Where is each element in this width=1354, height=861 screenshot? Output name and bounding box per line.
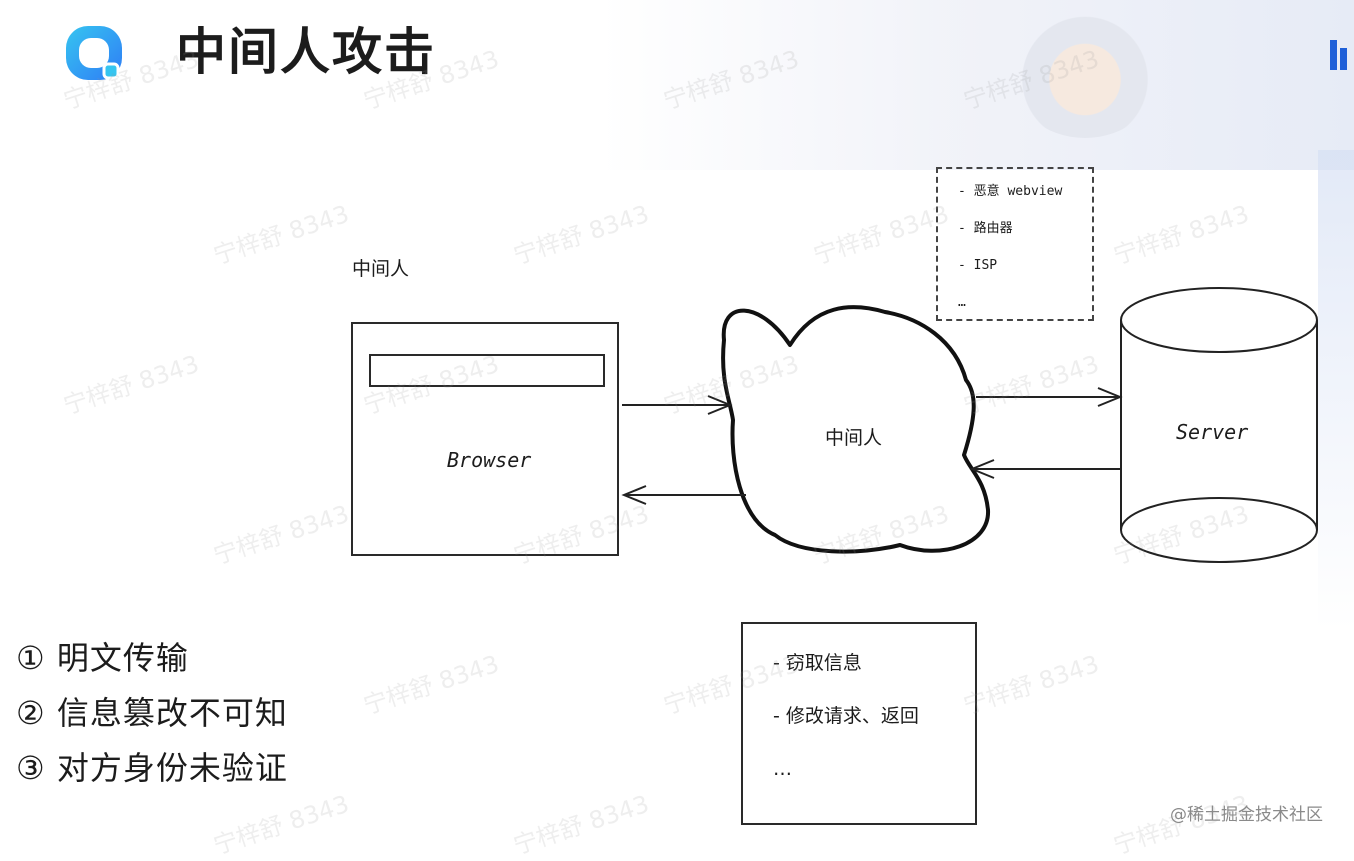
mitm-title-label: 中间人 [352, 258, 410, 280]
side-decoration [1318, 150, 1354, 630]
list-item: - 修改请求、返回 [773, 705, 919, 727]
issues-list: ① 明文传输 ② 信息篡改不可知 ③ 对方身份未验证 [16, 632, 288, 797]
attack-impacts-list: - 窃取信息 - 修改请求、返回 … [773, 650, 919, 809]
mitm-cloud [721, 305, 991, 554]
server-label: Server [1176, 420, 1249, 444]
server-to-mitm-arrow [969, 459, 1120, 479]
mitm-examples-list: - 恶意 webview - 路由器 - ISP … [958, 179, 1062, 327]
mitm-to-browser-arrow [621, 485, 746, 505]
list-item: - 恶意 webview [958, 184, 1063, 199]
attack-impacts-box: - 窃取信息 - 修改请求、返回 … [741, 622, 977, 825]
mitm-examples-box: - 恶意 webview - 路由器 - ISP … [936, 167, 1094, 321]
issue-item: ③ 对方身份未验证 [16, 749, 288, 787]
browser-address-bar [369, 354, 605, 387]
header-decoration [600, 0, 1354, 170]
brand-mark-icon [1330, 40, 1347, 70]
browser-window: Browser [351, 322, 619, 556]
issue-item: ① 明文传输 [16, 639, 189, 677]
browser-label: Browser [447, 448, 532, 472]
list-item: - ISP [958, 258, 998, 273]
list-item: … [773, 758, 792, 780]
list-item: … [958, 295, 966, 310]
mitm-cloud-label: 中间人 [825, 427, 883, 449]
footer-credit: @稀土掘金技术社区 [1170, 805, 1323, 825]
page-title: 中间人攻击 [176, 23, 436, 81]
list-item: - 窃取信息 [773, 652, 862, 674]
list-item: - 路由器 [958, 221, 1013, 236]
mitm-to-server-arrow [976, 387, 1123, 407]
server-cylinder [1120, 287, 1318, 563]
astronaut-illustration [1010, 8, 1160, 138]
issue-item: ② 信息篡改不可知 [16, 694, 288, 732]
logo-icon [66, 26, 122, 80]
browser-to-mitm-arrow [622, 395, 733, 415]
